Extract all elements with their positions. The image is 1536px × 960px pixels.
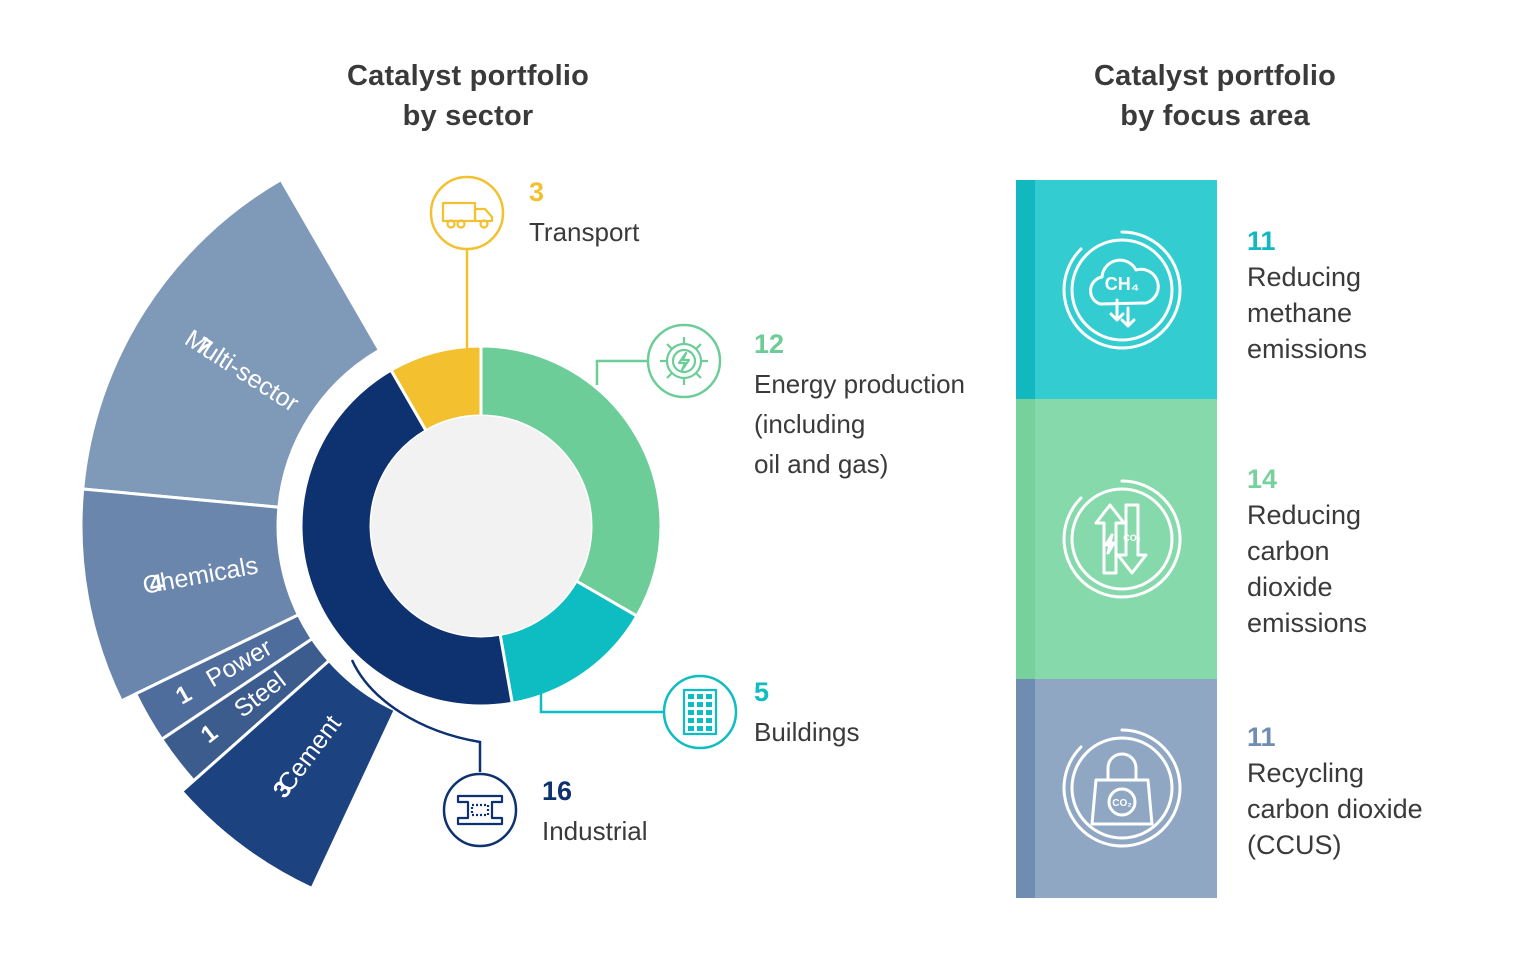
buildings-label: Buildings [754, 717, 860, 747]
industrial-value: 16 [542, 776, 573, 806]
co2-reduction-value: 14 [1247, 464, 1278, 494]
ccus-value: 11 [1247, 722, 1276, 752]
fan-value-chemicals: 4 [147, 569, 166, 598]
gear-bolt-icon [646, 323, 722, 399]
svg-text:CO₂: CO₂ [1112, 798, 1131, 809]
co2-lock-icon: CO₂ [1062, 728, 1182, 848]
fan-slice-steel [159, 636, 332, 783]
truck-icon [429, 175, 505, 251]
transport-value: 3 [529, 177, 545, 207]
industrial-label: Industrial [542, 816, 648, 846]
methane-value: 11 [1247, 226, 1276, 256]
sector-icons [429, 175, 738, 848]
fan-slice-multi-sector [81, 177, 382, 509]
co2-reduction-label: Reducing carbon dioxide emissions [1247, 500, 1368, 638]
fan-slice-power [133, 612, 315, 742]
methane-label: Reducing methane emissions [1247, 262, 1368, 364]
methane-cloud-icon: CH₄ [1062, 230, 1182, 350]
steel-beam-icon [442, 772, 518, 848]
transport-label: Transport [529, 217, 640, 247]
leader-industrial [350, 659, 482, 772]
focus-chart-title: Catalyst portfolio by focus area [1015, 56, 1415, 136]
svg-text:CO₂: CO₂ [1123, 533, 1141, 543]
sector-title-line2: by sector [402, 100, 534, 132]
focus-bar-methane: CH₄ [1016, 180, 1217, 400]
fan-slice-cement [179, 658, 398, 891]
energy-label: Energy production (including oil and gas… [754, 369, 966, 479]
building-icon [662, 674, 738, 750]
sector-donut [299, 344, 663, 708]
donut-hole [371, 416, 591, 636]
buildings-value: 5 [754, 677, 770, 707]
focus-bar-strip [1016, 399, 1035, 679]
leader-energy [595, 359, 648, 385]
ccus-label: Recycling carbon dioxide (CCUS) [1247, 758, 1423, 860]
svg-text:CH₄: CH₄ [1105, 274, 1140, 294]
focus-title-line1: Catalyst portfolio [1093, 60, 1337, 92]
focus-bar-co2-reduction: CO₂ [1016, 399, 1217, 679]
focus-bar-ccus: CO₂ [1016, 678, 1217, 898]
focus-title-line2: by focus area [1120, 100, 1310, 132]
industrial-breakdown-fan: 7Multi-sector4Chemicals1Power1Steel3Ceme… [79, 177, 398, 891]
focus-bar-strip [1016, 678, 1035, 898]
fan-slice-chemicals [79, 487, 301, 703]
leader-buildings [539, 686, 663, 714]
energy-value: 12 [754, 329, 785, 359]
co2-arrows-icon: CO₂ [1062, 479, 1182, 599]
sector-chart-title: Catalyst portfolio by sector [268, 56, 668, 136]
sector-title-line1: Catalyst portfolio [346, 60, 590, 92]
leader-lines [350, 250, 663, 772]
focus-bar-strip [1016, 180, 1035, 400]
